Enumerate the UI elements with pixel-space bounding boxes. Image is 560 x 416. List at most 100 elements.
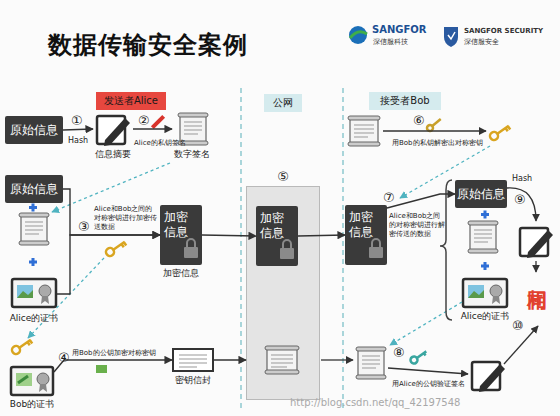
- key-icon: [497, 126, 511, 137]
- scroll-icon: [468, 221, 498, 225]
- envelope-icon: [173, 349, 213, 371]
- flow-connector: [298, 235, 345, 236]
- plus-sign: [481, 211, 489, 219]
- envelope-mark: [96, 365, 107, 373]
- flow-connector: [202, 235, 256, 236]
- logo-text: SANGFOR: [372, 24, 427, 36]
- certificate-node: Alice的证书: [11, 278, 57, 310]
- watermark: http://blog.csdn.net/qq_42197548: [290, 397, 460, 409]
- certificate-icon: [17, 290, 33, 298]
- callout-number: ⑨: [514, 192, 526, 207]
- section-tag: 公网: [264, 94, 302, 112]
- message-box: 原始信息: [455, 180, 507, 208]
- key-icon: [10, 336, 33, 355]
- lock-icon: [184, 239, 198, 258]
- scroll-icon: [267, 348, 297, 372]
- separator-line: [240, 88, 242, 412]
- pen-icon: [151, 115, 165, 129]
- callout-number: ③: [78, 219, 90, 234]
- key-transfer-line: [52, 163, 170, 212]
- node-caption: 数字签名: [174, 149, 210, 160]
- message-box: 原始信息: [5, 116, 63, 144]
- node-text: 原始信息: [10, 182, 58, 197]
- logo-mark: [350, 32, 367, 38]
- key-icon: [417, 351, 428, 360]
- signature-scroll: [19, 241, 49, 245]
- bracket: [440, 180, 452, 320]
- lock-icon: [280, 248, 294, 259]
- scroll-icon: [358, 349, 384, 377]
- key-icon: [104, 238, 127, 257]
- node-caption: ⑤: [277, 169, 289, 184]
- node-text: 加密 信息: [349, 210, 383, 240]
- scroll-icon: [350, 118, 378, 144]
- edge-label: Alice的私钥签名: [134, 139, 186, 148]
- certificate-icon: [492, 296, 500, 304]
- step-note: Hash: [512, 174, 532, 184]
- lock-icon: [184, 247, 198, 258]
- plus-sign: [481, 262, 489, 270]
- node-caption: 密钥信封: [175, 375, 211, 386]
- certificate-icon: [17, 285, 33, 298]
- key-transfer-line: [390, 302, 462, 345]
- edge-label: 用Bob的公钥加密对称密钥: [72, 349, 156, 358]
- signature-scroll: [19, 213, 49, 245]
- flow-arrow: [388, 368, 468, 374]
- lock-icon: [283, 240, 291, 248]
- certificate-icon: [11, 367, 53, 395]
- logo-mark: [444, 27, 458, 47]
- digest-node: 信息摘要: [93, 112, 133, 146]
- callout-number: ⑦: [383, 190, 395, 205]
- scroll-icon: [362, 356, 380, 368]
- certificate-icon: [468, 285, 484, 298]
- scroll-icon: [356, 347, 386, 351]
- lock-icon: [187, 239, 195, 247]
- node-caption: 加密信息: [163, 268, 199, 279]
- lock-icon: [369, 239, 383, 258]
- flow-connector: [57, 235, 160, 294]
- key-icon: [409, 349, 428, 365]
- scroll-icon: [356, 375, 386, 379]
- separator-line: [241, 88, 343, 412]
- step-note: 用Alice的公钥验证签名: [392, 380, 465, 389]
- envelope-mark: [96, 365, 107, 373]
- flow-arrow: [535, 261, 536, 272]
- signature-scroll: [25, 222, 43, 234]
- callout-number: ⑥: [413, 113, 425, 128]
- envelope-icon: [179, 355, 207, 367]
- key-icon: [432, 119, 440, 126]
- signature-icon: [180, 115, 206, 143]
- section-tag: 接受者Bob: [369, 92, 441, 110]
- certificate-icon: [12, 279, 56, 307]
- digest-icon: [97, 116, 130, 146]
- hash-icon: [472, 362, 505, 392]
- hash-icon: [520, 228, 553, 258]
- certificate-icon: [39, 384, 47, 392]
- edge-label: Alice和Bob之间的对称密钥进行加密传送数据: [94, 205, 158, 232]
- callout-number: ④: [58, 350, 70, 365]
- envelope-node: 密钥信封: [172, 348, 214, 372]
- node-caption: Alice的证书: [10, 313, 59, 324]
- certificate-icon: [468, 290, 484, 298]
- flow-arrow: [507, 188, 536, 221]
- signature-scroll: [21, 215, 47, 243]
- scroll-icon: [468, 249, 498, 253]
- scroll-icon: [470, 223, 496, 251]
- node-text: 加密 信息: [164, 210, 198, 240]
- scroll-icon: [265, 346, 299, 350]
- scroll-icon: [265, 370, 299, 374]
- key-transfer-line: [28, 258, 104, 338]
- key-icon: [426, 117, 443, 133]
- callout-number: ②: [138, 113, 150, 128]
- envelope-icon: [173, 349, 213, 371]
- plus-sign: [29, 204, 37, 212]
- hash-icon: [527, 230, 553, 258]
- flow-arrow: [383, 130, 486, 131]
- lock-icon: [184, 239, 383, 259]
- lock-icon: [369, 247, 383, 258]
- logo-mark: [448, 32, 455, 39]
- plus-sign: [29, 258, 37, 266]
- certificate-icon: [39, 285, 51, 297]
